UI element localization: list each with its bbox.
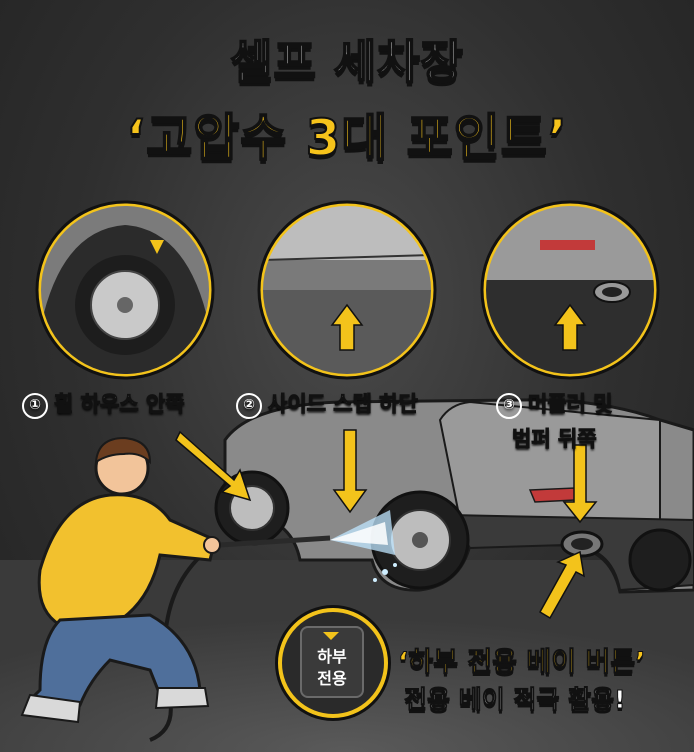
zoom-circle-side-step (257, 200, 437, 380)
point-3-number: ③ (496, 393, 522, 419)
badge-line2: 전용 (317, 669, 347, 688)
point-3-text-line1: 머플러 및 (528, 392, 614, 417)
point-1-text: 휠 하우스 안쪽 (54, 392, 186, 417)
water-spray (330, 510, 397, 582)
cta-line1: ‘하부 전용 베이 버튼’ (397, 647, 646, 679)
person-with-washer (20, 436, 331, 742)
title-line2: ‘고압수 3대 포인트’ (125, 108, 568, 168)
pointer-arrows (175, 429, 598, 620)
cta-line2: 전용 베이 적극 활용! (404, 685, 627, 715)
point-2-text: 사이드 스텝 하단 (268, 392, 419, 417)
zoom-circle-wheel-house (35, 200, 215, 380)
point-3-text-line2: 범퍼 뒤쪽 (512, 427, 598, 452)
point-2-number: ② (236, 393, 262, 419)
zoom-circle-muffler-bumper (480, 200, 660, 380)
badge-line1: 하부 (317, 647, 347, 666)
point-1-number: ① (22, 393, 48, 419)
chevron-down-icon (323, 632, 339, 640)
title-line1: 셀프 세차장 (229, 34, 464, 90)
